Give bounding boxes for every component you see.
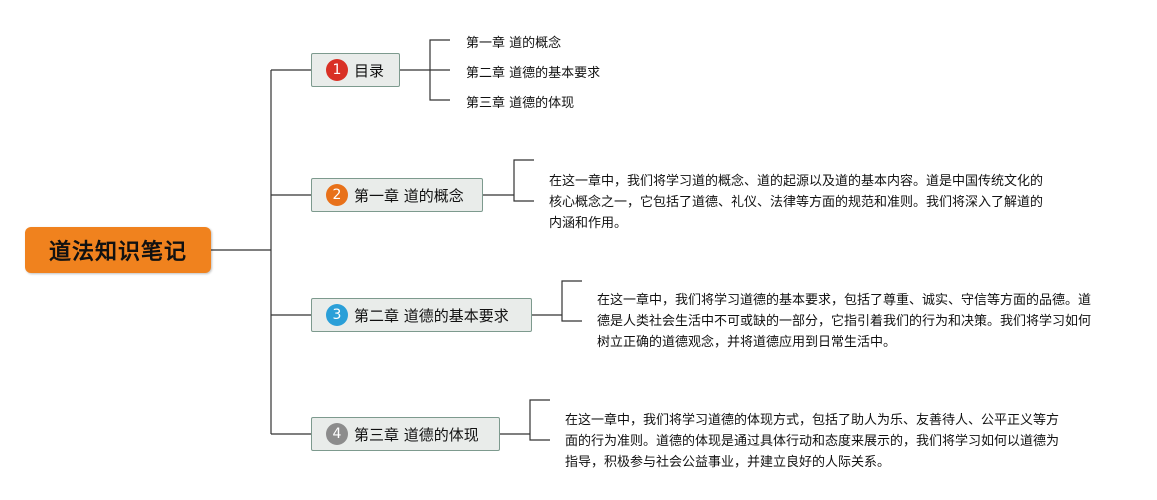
chapter-2-summary[interactable]: 在这一章中，我们将学习道德的基本要求，包括了尊重、诚实、守信等方面的品德。道德是…	[597, 293, 1092, 350]
branch-toc[interactable]: 1 目录	[311, 53, 400, 87]
branch-chapter-1[interactable]: 2 第一章 道的概念	[311, 178, 483, 212]
branch-label: 第二章 道德的基本要求	[354, 306, 509, 325]
toc-item-chapter-3[interactable]: 第三章 道德的体现	[466, 96, 575, 111]
chapter-1-summary[interactable]: 在这一章中，我们将学习道的概念、道的起源以及道的基本内容。道是中国传统文化的核心…	[549, 174, 1044, 231]
number-badge-1: 1	[326, 59, 348, 81]
number-badge-2: 2	[326, 184, 348, 206]
number-badge-4: 4	[326, 423, 348, 445]
root-label: 道法知识笔记	[48, 240, 187, 265]
branch-chapter-2[interactable]: 3 第二章 道德的基本要求	[311, 298, 532, 332]
chapter-3-summary[interactable]: 在这一章中，我们将学习道德的体现方式，包括了助人为乐、友善待人、公平正义等方面的…	[565, 413, 1060, 470]
branch-label: 目录	[354, 61, 385, 80]
branch-label: 第一章 道的概念	[354, 186, 464, 205]
toc-item-chapter-1[interactable]: 第一章 道的概念	[466, 36, 562, 51]
number-badge-3: 3	[326, 304, 348, 326]
root-node[interactable]: 道法知识笔记	[25, 227, 211, 273]
toc-item-chapter-2[interactable]: 第二章 道德的基本要求	[466, 66, 601, 81]
branch-chapter-3[interactable]: 4 第三章 道德的体现	[311, 417, 500, 451]
branch-label: 第三章 道德的体现	[354, 425, 479, 444]
